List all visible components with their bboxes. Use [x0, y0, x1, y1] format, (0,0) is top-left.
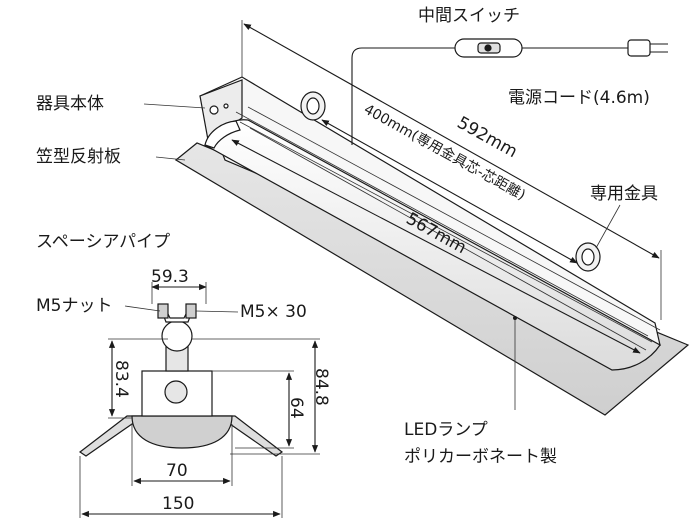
end-plate-screw: [223, 103, 229, 109]
label-lamp-line1: LEDランプ: [404, 420, 488, 440]
end-plate: [199, 79, 243, 141]
label-reflector: 笠型反射板: [36, 147, 121, 167]
leader-nut: [124, 305, 161, 312]
label-spacer-pipe: スペーシアパイプ: [36, 232, 170, 252]
dim-83-label: 83.4: [111, 360, 131, 398]
label-switch: 中間スイッチ: [418, 6, 520, 26]
section-lamp: [131, 415, 233, 449]
leader-lamp-dot: [513, 316, 517, 320]
label-body: 器具本体: [36, 94, 104, 114]
section-spacer-pipe: [157, 303, 197, 372]
labels: 中間スイッチ 電源コード(4.6m) 器具本体 笠型反射板 専用金具 スペーシア…: [36, 6, 658, 467]
dim-59-label: 59.3: [151, 267, 189, 287]
inline-switch: [454, 38, 523, 58]
bracket-clip-left: [300, 91, 326, 121]
label-power-cord: 電源コード(4.6m): [508, 88, 650, 108]
leader-bolt: [195, 310, 239, 313]
leader-body: [143, 103, 206, 109]
dim-64-label: 64: [286, 397, 306, 419]
dim-150-label: 150: [162, 494, 194, 514]
section-hole: [164, 380, 188, 404]
cross-section: 59.3 83.4 84.8 64 70 150: [78, 267, 331, 518]
dim-567-line: [231, 139, 641, 354]
dim-70-label: 70: [166, 461, 188, 481]
label-bracket: 専用金具: [590, 184, 658, 204]
dim-84-label: 84.8: [311, 368, 331, 406]
end-plate-hole: [209, 105, 219, 115]
leader-bracket: [595, 204, 621, 249]
label-nut: M5ナット: [36, 296, 112, 316]
plug-icon: [627, 39, 668, 57]
leader-reflector: [155, 156, 186, 161]
lamp-end-cap: [204, 120, 241, 149]
fixture-isometric: 592mm 400mm(専用金具芯-芯距離) 567mm: [143, 20, 690, 416]
label-bolt: M5× 30: [240, 302, 307, 322]
label-lamp-line2: ポリカーボネート製: [404, 447, 557, 467]
